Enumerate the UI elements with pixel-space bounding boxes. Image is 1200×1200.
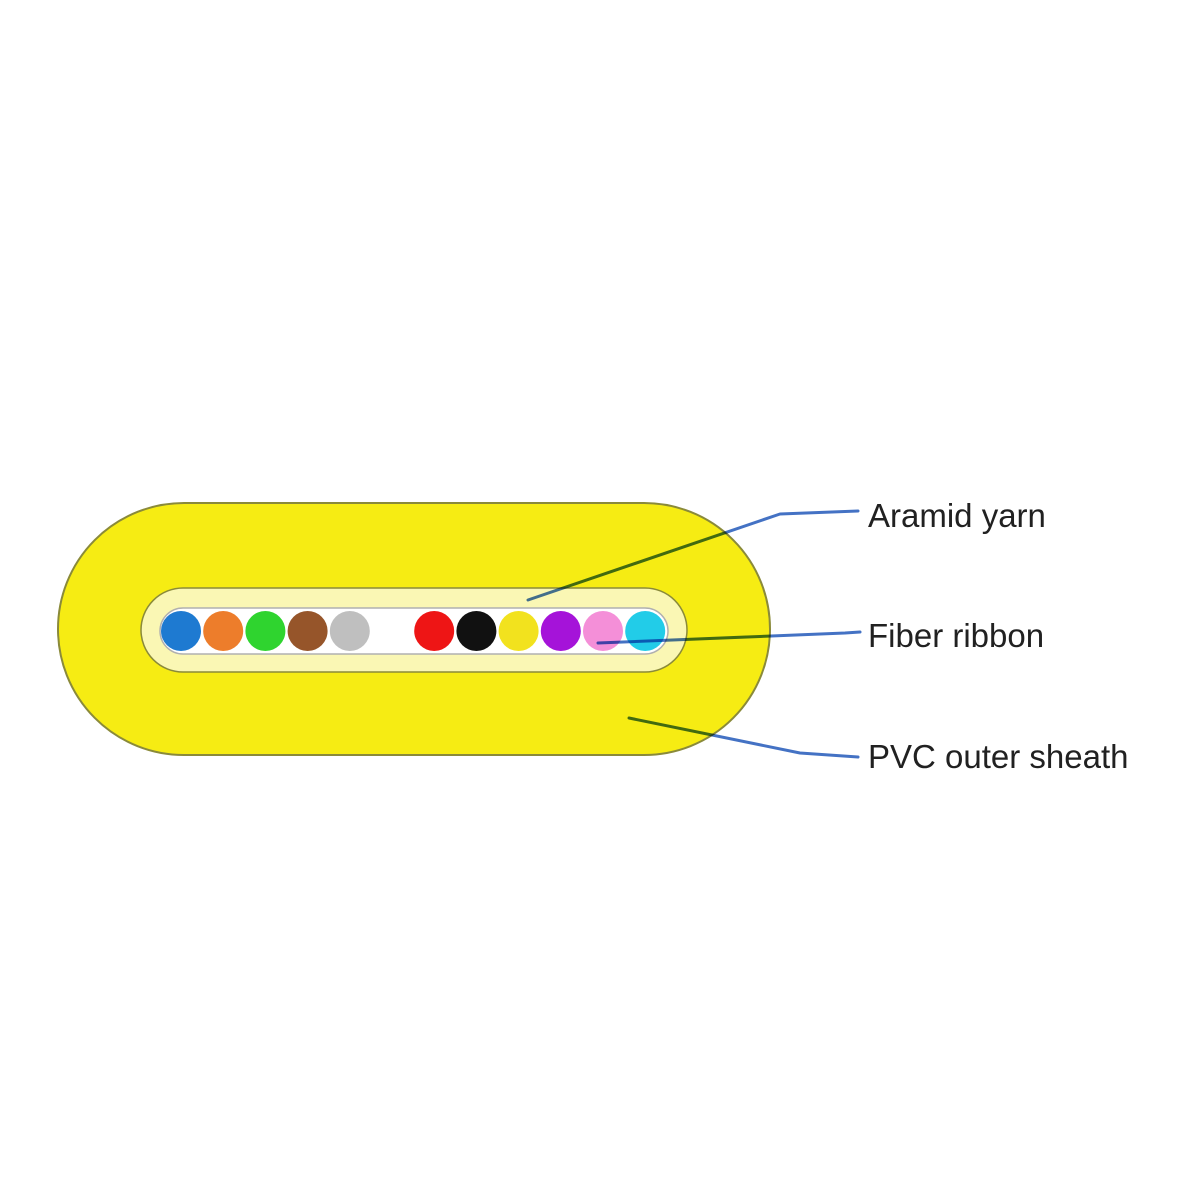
fiber-black [456,611,497,651]
fiber-orange [203,611,244,651]
label-pvc-outer-sheath: PVC outer sheath [868,738,1129,775]
fiber-ribbon-shape [159,607,669,655]
fiber-yellow [498,611,539,651]
fiber-brown [287,611,328,651]
fiber-blue [161,611,201,651]
fiber-red [414,611,455,651]
fiber-violet [540,611,581,651]
fiber-green [245,611,286,651]
leader-line-aramid-yarn [526,509,860,602]
fiber-rose [583,611,623,651]
leader-line-fiber-ribbon [596,630,862,645]
leader-line-pvc-outer-sheath [627,716,860,759]
fiber-white [372,611,412,651]
label-fiber-ribbon: Fiber ribbon [868,617,1045,654]
label-aramid-yarn: Aramid yarn [868,497,1046,534]
fiber-aqua [625,611,666,651]
fiber-slate [329,611,370,651]
